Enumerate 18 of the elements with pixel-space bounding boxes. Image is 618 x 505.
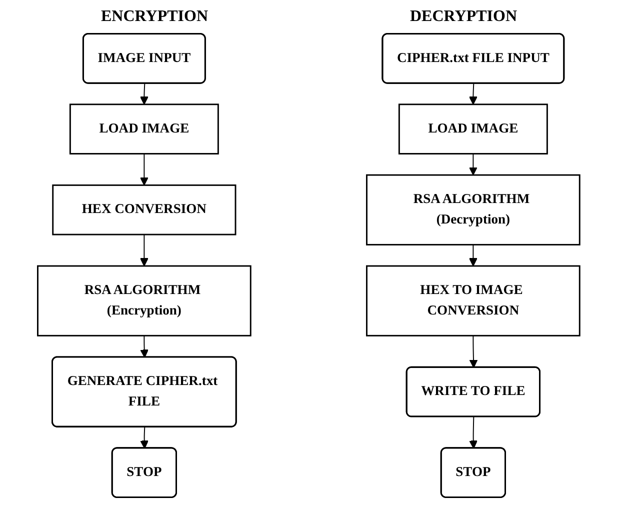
- arrow: [470, 335, 478, 368]
- arrow: [469, 83, 478, 105]
- node-box: HEX CONVERSION: [52, 184, 237, 236]
- node-box: LOAD IMAGE: [70, 104, 220, 154]
- node-box: LOAD IMAGE: [398, 104, 548, 154]
- arrow: [140, 335, 149, 358]
- arrow: [469, 153, 478, 176]
- arrow: [140, 153, 149, 186]
- column-heading: ENCRYPTION: [101, 8, 208, 26]
- node-box: HEX TO IMAGE CONVERSION: [366, 265, 581, 336]
- node-box: RSA ALGORITHM (Decryption): [366, 174, 581, 246]
- arrow: [140, 234, 149, 266]
- column-heading: DECRYPTION: [410, 8, 517, 26]
- arrow: [140, 83, 149, 105]
- arrow: [140, 426, 149, 449]
- arrow: [469, 416, 478, 449]
- arrow: [469, 244, 478, 266]
- node-box: RSA ALGORITHM (Encryption): [37, 265, 252, 336]
